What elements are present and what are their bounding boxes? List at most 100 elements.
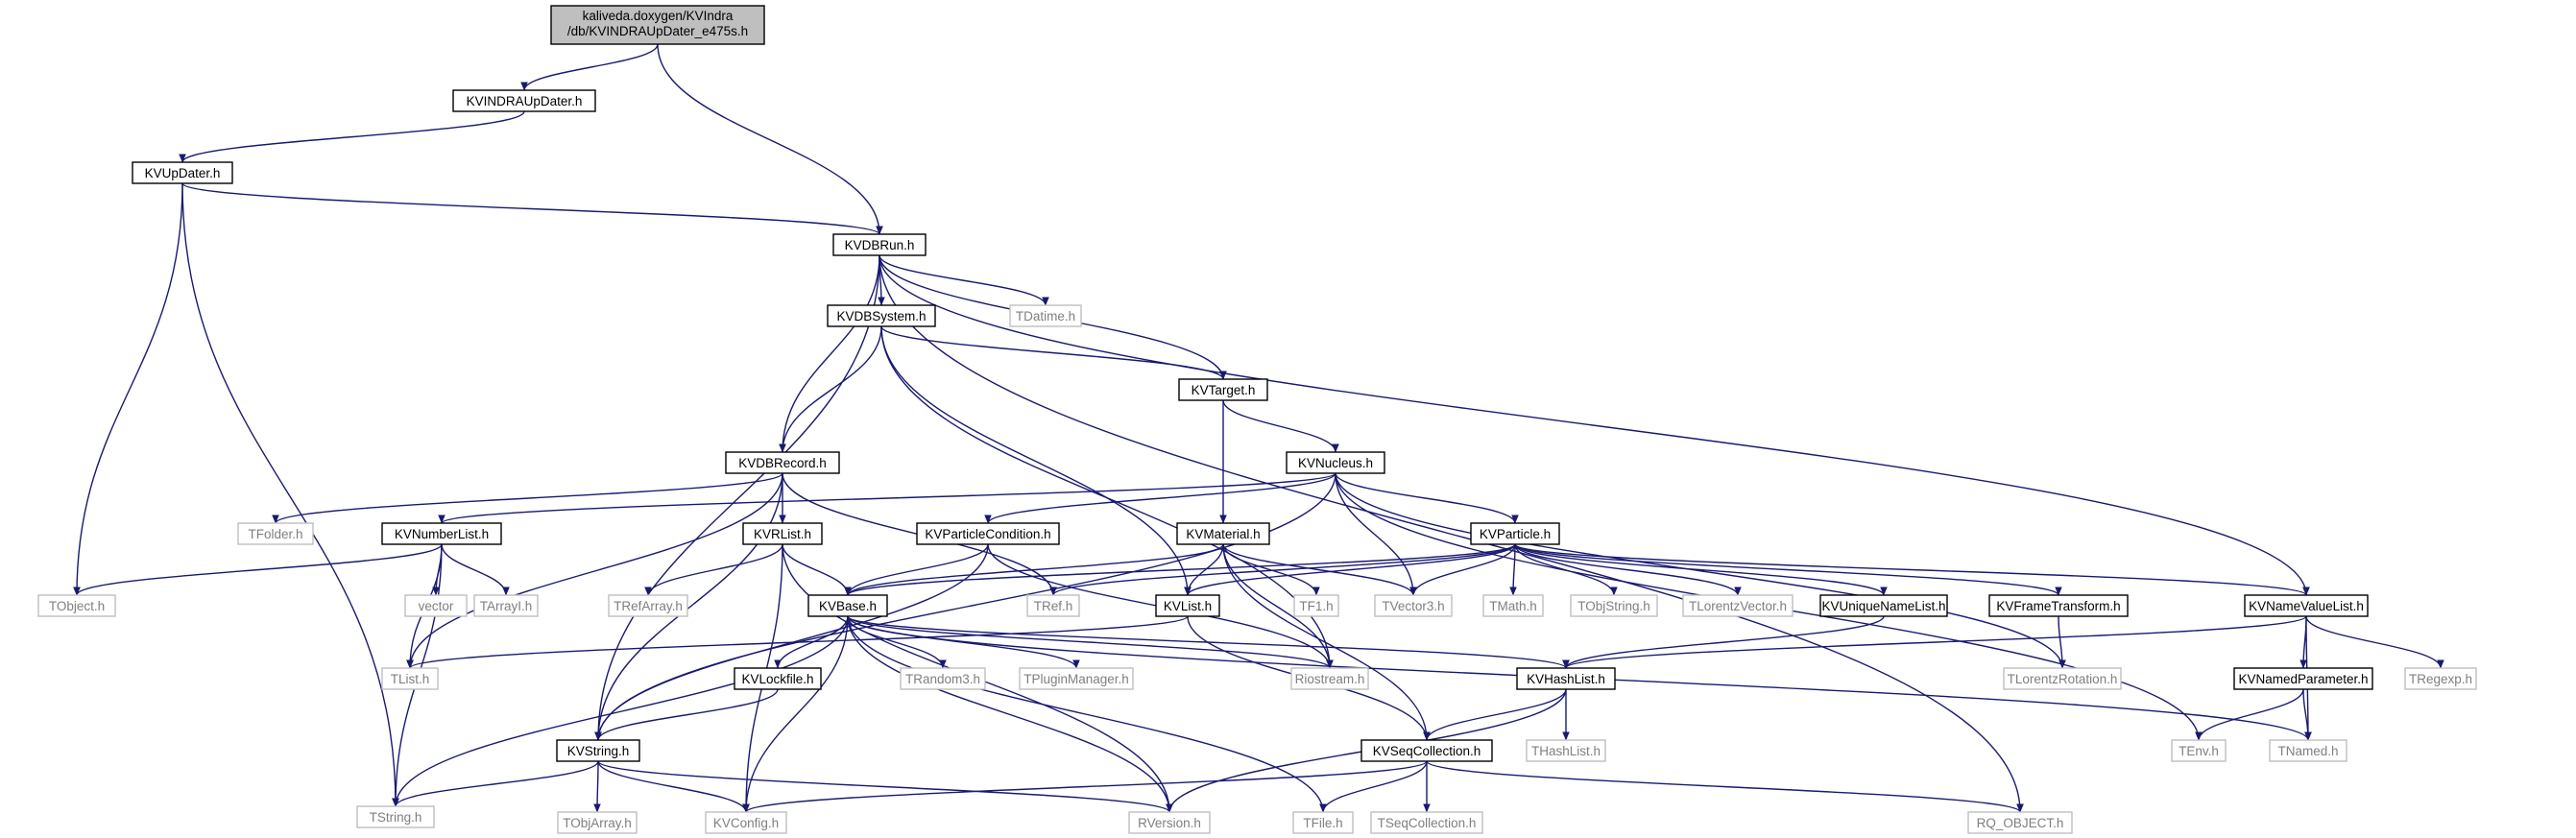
- node-tarrayi-box: [473, 594, 539, 617]
- node-tobjarray: TObjArray.h: [557, 811, 638, 834]
- node-tref: TRef.h: [1026, 594, 1080, 617]
- node-thashlist: THashList.h: [1526, 739, 1606, 762]
- node-kvindraupdater-label: KVINDRAUpDater.h: [467, 94, 583, 108]
- node-tarrayi: TArrayI.h: [473, 594, 539, 617]
- edge-kvdbsystem-to-kvtarget: [880, 325, 1227, 380]
- edge-kvdbrecord-to-tfolder: [272, 472, 783, 524]
- node-root-box[interactable]: [550, 5, 765, 45]
- node-kvdbsystem-label: KVDBSystem.h: [836, 309, 926, 323]
- node-kvrlist[interactable]: KVRList.h: [742, 522, 823, 545]
- node-kvnamedparameter[interactable]: KVNamedParameter.h: [2233, 667, 2373, 690]
- node-kvbase[interactable]: KVBase.h: [807, 594, 888, 617]
- node-kvdbrun[interactable]: KVDBRun.h: [832, 233, 927, 256]
- node-kvnamevaluelist-label: KVNameValueList.h: [2249, 599, 2364, 613]
- node-tobject-label: TObject.h: [49, 599, 105, 613]
- node-trefarray: TRefArray.h: [608, 594, 688, 617]
- node-kvnamedparameter-box[interactable]: [2233, 667, 2373, 690]
- node-kvtarget[interactable]: KVTarget.h: [1178, 378, 1268, 401]
- node-riostream-label: Riostream.h: [1295, 672, 1365, 686]
- node-vector-box: [404, 594, 468, 617]
- node-tlorentzrotation-box: [2003, 667, 2122, 690]
- node-kvlist[interactable]: KVList.h: [1155, 594, 1220, 617]
- node-rq_object-box: [1967, 811, 2073, 834]
- node-tf1: TF1.h: [1293, 594, 1339, 617]
- node-kvindraupdater[interactable]: KVINDRAUpDater.h: [452, 89, 596, 112]
- node-tobjstring: TObjString.h: [1570, 594, 1658, 617]
- node-kvparticlecondition-box[interactable]: [916, 522, 1060, 545]
- edge-kvdbrun-to-kvdbrecord: [779, 254, 880, 453]
- edge-kvbase-to-rversion: [847, 615, 1173, 813]
- node-kvdbrecord-box[interactable]: [725, 451, 840, 474]
- node-kvupdater[interactable]: KVUpDater.h: [132, 161, 233, 184]
- node-kvbase-box[interactable]: [807, 594, 888, 617]
- node-tobject: TObject.h: [37, 594, 116, 617]
- node-kvlockfile-box[interactable]: [734, 667, 822, 690]
- node-kvdbrecord[interactable]: KVDBRecord.h: [725, 451, 840, 474]
- node-kvlockfile[interactable]: KVLockfile.h: [734, 667, 822, 690]
- node-kvparticle-box[interactable]: [1470, 522, 1560, 545]
- node-tseqcollection: TSeqCollection.h: [1370, 811, 1483, 834]
- node-kvseqcollection[interactable]: KVSeqCollection.h: [1360, 739, 1493, 762]
- edge-kvdbrun-to-kvnamevaluelist: [879, 254, 2310, 596]
- node-kvnamevaluelist[interactable]: KVNameValueList.h: [2244, 594, 2369, 617]
- node-tvector3: TVector3.h: [1374, 594, 1453, 617]
- node-tfile-label: TFile.h: [1303, 816, 1342, 830]
- edge-kvparticle-to-tlorentzvector: [1514, 543, 1742, 596]
- node-root[interactable]: kaliveda.doxygen/KVIndra/db/KVINDRAUpDat…: [550, 5, 765, 45]
- node-kvtarget-box[interactable]: [1178, 378, 1268, 401]
- node-kvmaterial-box[interactable]: [1176, 522, 1270, 545]
- node-kvnumberlist-label: KVNumberList.h: [395, 527, 489, 541]
- edge-kvparticle-to-tmath: [1509, 543, 1517, 596]
- node-tnamed-box: [2269, 739, 2347, 762]
- node-kvuniquenamelist-label: KVUniqueNameList.h: [1821, 599, 1945, 613]
- node-kvuniquenamelist[interactable]: KVUniqueNameList.h: [1819, 594, 1948, 617]
- node-rversion-box: [1128, 811, 1211, 834]
- node-tdatime-box: [1009, 304, 1082, 327]
- edge-kvparticle-to-tvector3: [1409, 543, 1516, 596]
- edge-kvdbrun-to-tdatime: [879, 254, 1049, 306]
- edge-kvnucleus-to-tvector3: [1335, 472, 1417, 596]
- edge-kvindraupdater-to-kvupdater: [179, 110, 525, 163]
- node-kvlist-box[interactable]: [1155, 594, 1220, 617]
- node-kvuniquenamelist-box[interactable]: [1819, 594, 1948, 617]
- edge-kvseqcollection-to-rq_object: [1426, 760, 2024, 813]
- edge-kvmaterial-to-kvbase: [844, 543, 1224, 596]
- node-kvrlist-box[interactable]: [742, 522, 823, 545]
- node-kvmaterial[interactable]: KVMaterial.h: [1176, 522, 1270, 545]
- node-tenv-box: [2171, 739, 2227, 762]
- node-kvnumberlist-box[interactable]: [381, 522, 502, 545]
- node-kvframetransform-box[interactable]: [1988, 594, 2129, 617]
- edge-kvtarget-to-kvnucleus: [1222, 399, 1339, 453]
- node-tlist: TList.h: [381, 667, 439, 690]
- node-kvbase-label: KVBase.h: [819, 599, 877, 613]
- edge-kvupdater-to-tstring: [181, 182, 399, 807]
- edge-kvnucleus-to-kvparticle: [1335, 472, 1519, 524]
- edge-kvupdater-to-tobject: [73, 182, 183, 596]
- node-kvindraupdater-box[interactable]: [452, 89, 596, 112]
- node-kvparticlecondition[interactable]: KVParticleCondition.h: [916, 522, 1060, 545]
- node-kvdbsystem[interactable]: KVDBSystem.h: [827, 304, 936, 327]
- node-kvframetransform[interactable]: KVFrameTransform.h: [1988, 594, 2129, 617]
- header-nodes: kaliveda.doxygen/KVIndra/db/KVINDRAUpDat…: [37, 5, 2477, 834]
- node-kvconfig: KVConfig.h: [705, 811, 787, 834]
- node-kvnamevaluelist-box[interactable]: [2244, 594, 2369, 617]
- node-kvstring[interactable]: KVString.h: [556, 739, 640, 762]
- edge-kvhashlist-to-kvseqcollection: [1423, 688, 1567, 741]
- node-tregexp-box: [2404, 667, 2477, 690]
- node-kvstring-box[interactable]: [556, 739, 640, 762]
- node-kvupdater-box[interactable]: [132, 161, 233, 184]
- node-kvnucleus-box[interactable]: [1286, 451, 1385, 474]
- node-kvdbsystem-box[interactable]: [827, 304, 936, 327]
- node-tlorentzvector-label: TLorentzVector.h: [1689, 599, 1787, 613]
- node-kvhashlist[interactable]: KVHashList.h: [1516, 667, 1616, 690]
- node-kvdbrun-box[interactable]: [832, 233, 927, 256]
- node-tfile-box: [1292, 811, 1354, 834]
- node-kvnumberlist[interactable]: KVNumberList.h: [381, 522, 502, 545]
- node-rq_object: RQ_OBJECT.h: [1967, 811, 2073, 834]
- node-kvseqcollection-box[interactable]: [1360, 739, 1493, 762]
- edge-kvuniquenamelist-to-kvhashlist: [1562, 615, 1885, 669]
- node-kvparticle[interactable]: KVParticle.h: [1470, 522, 1560, 545]
- node-kvnucleus[interactable]: KVNucleus.h: [1286, 451, 1385, 474]
- node-root-label: kaliveda.doxygen/KVIndra: [583, 9, 734, 23]
- node-kvhashlist-box[interactable]: [1516, 667, 1616, 690]
